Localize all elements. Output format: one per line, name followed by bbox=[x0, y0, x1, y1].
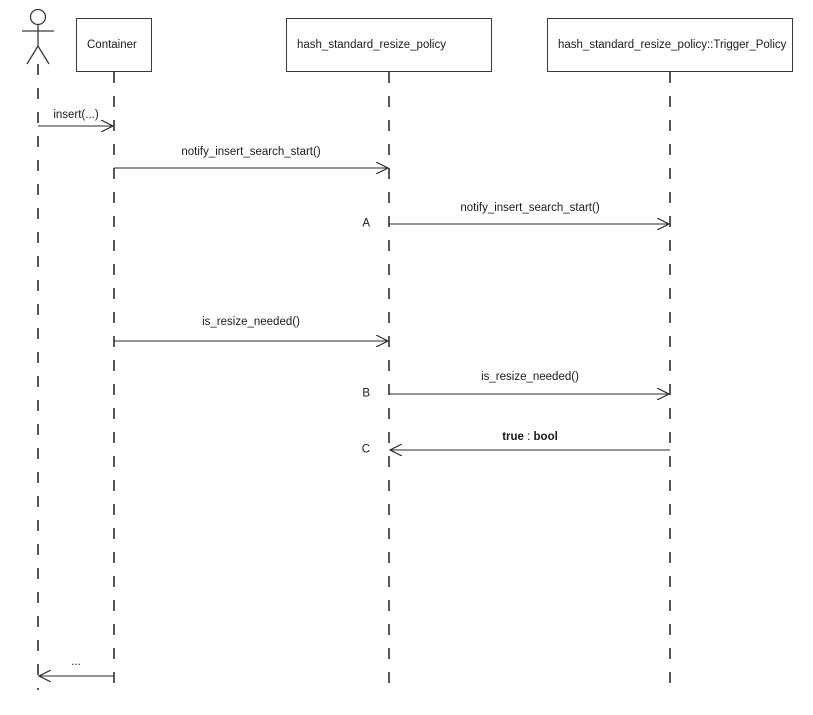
message-label-is-resize-needed-2: is_resize_needed() bbox=[481, 371, 579, 383]
message-label-notify-insert-search-start-1: notify_insert_search_start() bbox=[181, 146, 321, 158]
message-marker-a: A bbox=[362, 217, 370, 230]
message-marker-c: C bbox=[361, 443, 370, 456]
message-label-is-resize-needed-1: is_resize_needed() bbox=[202, 316, 300, 328]
message-label-return-ellipsis: ... bbox=[71, 656, 81, 668]
return-type-bool: bool bbox=[533, 431, 558, 443]
actor-stick-figure bbox=[22, 8, 54, 65]
lifelines-group bbox=[37, 64, 671, 690]
participant-label-hash-standard-resize-policy: hash_standard_resize_policy bbox=[297, 38, 446, 51]
message-marker-b: B bbox=[362, 387, 370, 400]
participant-label-container: Container bbox=[87, 38, 137, 51]
participant-box-container[interactable]: Container bbox=[76, 18, 152, 72]
participant-box-hash-standard-resize-policy[interactable]: hash_standard_resize_policy bbox=[286, 18, 492, 72]
return-value-true: true bbox=[502, 431, 524, 443]
message-label-return-true-bool: true : bool bbox=[502, 431, 558, 444]
participant-box-trigger-policy[interactable]: hash_standard_resize_policy::Trigger_Pol… bbox=[547, 18, 793, 72]
message-label-insert: insert(...) bbox=[53, 109, 99, 121]
message-label-notify-insert-search-start-2: notify_insert_search_start() bbox=[460, 202, 600, 214]
return-separator: : bbox=[523, 431, 534, 443]
message-arrows-group bbox=[38, 126, 670, 676]
participant-label-trigger-policy: hash_standard_resize_policy::Trigger_Pol… bbox=[558, 38, 787, 51]
